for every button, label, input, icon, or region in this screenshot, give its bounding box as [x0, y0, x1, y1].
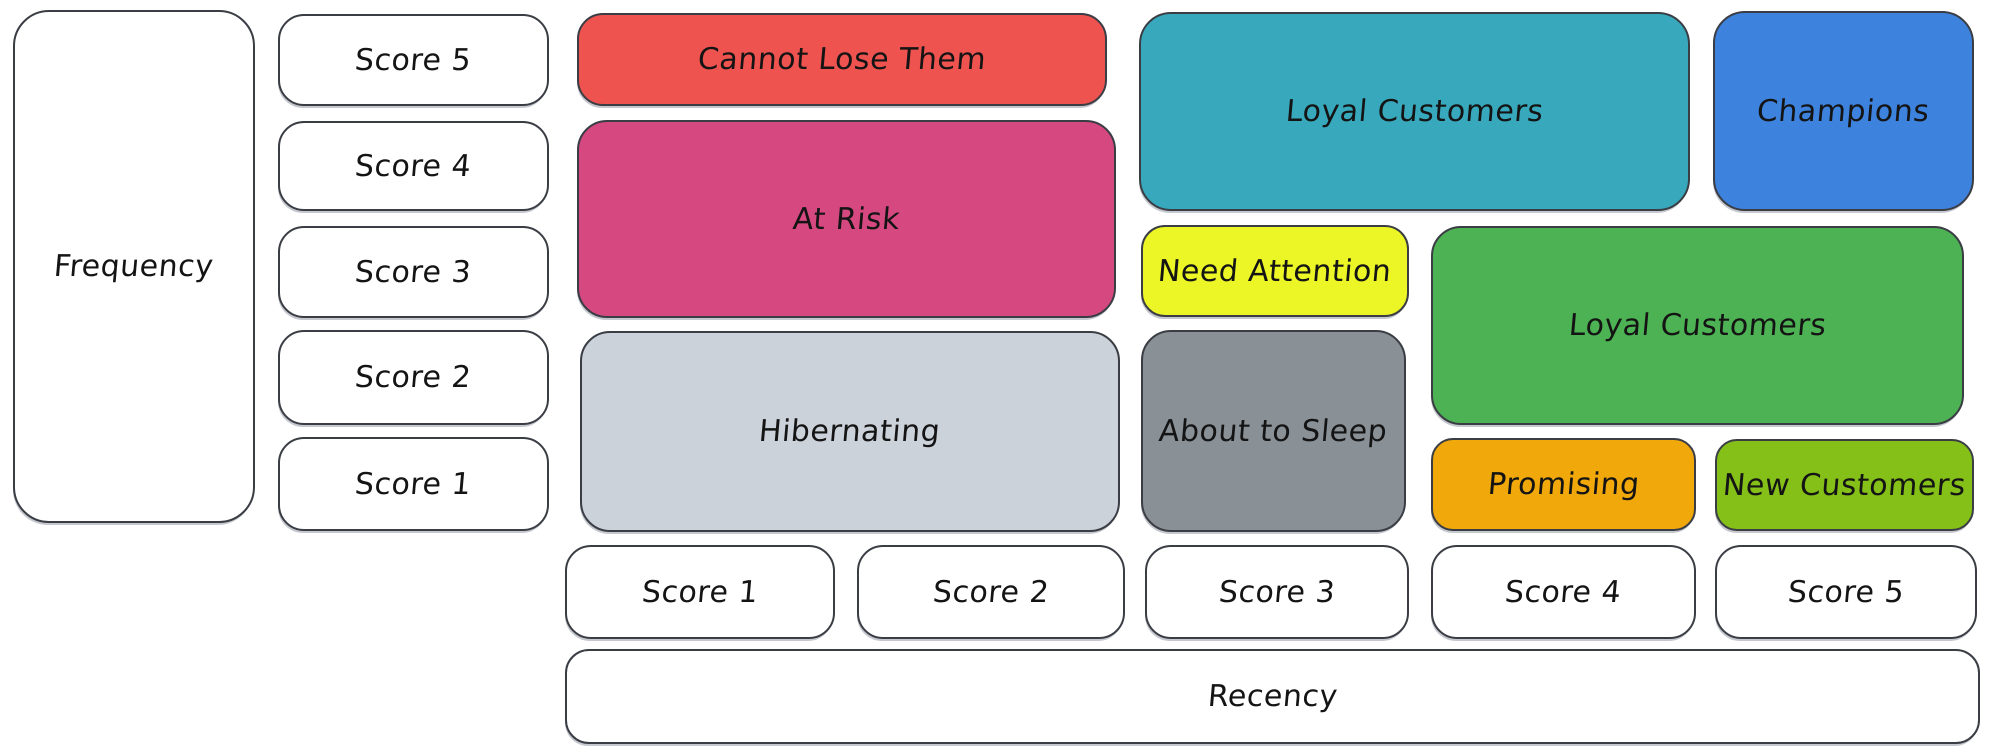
frequency-score-label: Score 3: [353, 254, 474, 290]
frequency-score-label: Score 4: [353, 148, 474, 184]
recency-score-label: Score 3: [1217, 574, 1337, 610]
frequency-score-label: Score 2: [353, 360, 474, 395]
recency-score-label: Score 2: [931, 574, 1051, 610]
recency-score-2-box: Score 2: [857, 545, 1125, 639]
frequency-score-4-box: Score 4: [278, 121, 549, 211]
frequency-score-label: Score 5: [353, 42, 474, 78]
segment-champions: Champions: [1713, 11, 1974, 211]
frequency-score-3-box: Score 3: [278, 226, 549, 318]
segment-loyal-customers-mid: Loyal Customers: [1431, 226, 1964, 425]
segment-label: Loyal Customers: [1284, 94, 1545, 129]
frequency-score-1-box: Score 1: [278, 437, 549, 531]
segment-label: About to Sleep: [1157, 413, 1390, 449]
recency-axis-label: Recency: [1206, 679, 1339, 714]
recency-axis-label-box: Recency: [565, 649, 1980, 744]
segment-need-attention: Need Attention: [1141, 225, 1409, 317]
segment-label: At Risk: [791, 201, 902, 237]
segment-label: Loyal Customers: [1567, 308, 1828, 343]
segment-label: Need Attention: [1156, 253, 1394, 289]
frequency-score-2-box: Score 2: [278, 330, 549, 425]
segment-at-risk: At Risk: [577, 120, 1116, 318]
frequency-score-5-box: Score 5: [278, 14, 549, 106]
segment-about-to-sleep: About to Sleep: [1141, 330, 1406, 532]
recency-score-label: Score 4: [1503, 574, 1624, 610]
segment-label: Hibernating: [757, 414, 943, 449]
recency-score-label: Score 1: [640, 574, 760, 610]
recency-score-5-box: Score 5: [1715, 545, 1977, 639]
frequency-axis-label: Frequency: [52, 249, 216, 284]
segment-label: New Customers: [1721, 467, 1968, 503]
recency-score-4-box: Score 4: [1431, 545, 1696, 639]
segment-new-customers: New Customers: [1715, 439, 1974, 531]
recency-score-1-box: Score 1: [565, 545, 835, 639]
segment-promising: Promising: [1431, 438, 1696, 531]
frequency-score-label: Score 1: [353, 466, 474, 502]
segment-label: Promising: [1486, 467, 1641, 502]
segment-label: Champions: [1755, 93, 1932, 129]
segment-cannot-lose-them: Cannot Lose Them: [577, 13, 1107, 106]
recency-score-3-box: Score 3: [1145, 545, 1409, 639]
segment-loyal-customers-top: Loyal Customers: [1139, 12, 1690, 211]
recency-score-label: Score 5: [1786, 574, 1906, 610]
segment-label: Cannot Lose Them: [696, 42, 988, 77]
segment-hibernating: Hibernating: [580, 331, 1120, 532]
frequency-axis-label-box: Frequency: [13, 10, 255, 523]
